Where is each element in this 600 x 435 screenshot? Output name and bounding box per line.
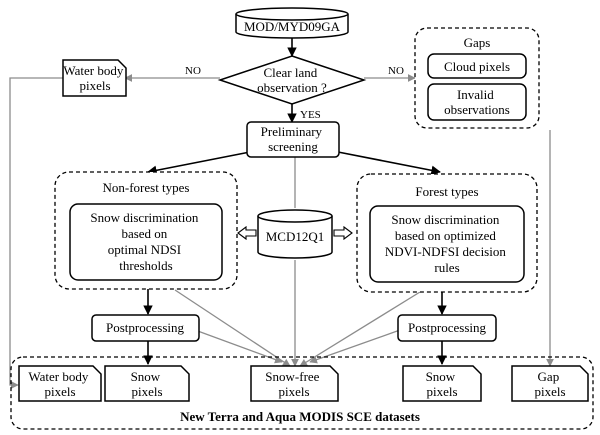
- dataset-title: New Terra and Aqua MODIS SCE datasets: [180, 409, 420, 424]
- out-snow-right-line-2: pixels: [426, 384, 457, 399]
- forest-title: Forest types: [415, 184, 478, 199]
- cloud-pixels-box: [427, 53, 527, 79]
- edge-label-no-left: NO: [185, 65, 201, 77]
- edge-prelim-to-forest: [337, 151, 441, 176]
- svg-text:Invalid observations: Invalid observations: [444, 87, 510, 117]
- out-water-line-2: pixels: [44, 384, 75, 399]
- out-water-line-1: Water body: [28, 369, 88, 384]
- edge-label-no-right: NO: [388, 65, 404, 77]
- prelim-line-2: screening: [268, 139, 318, 154]
- out-snow-left-line-2: pixels: [131, 384, 162, 399]
- out-snowfree-line-1: Snow-free: [265, 369, 319, 384]
- svg-text:Water body pixels: Water body pixels: [63, 63, 126, 93]
- prelim-line-1: Preliminary: [261, 124, 323, 139]
- out-gap-box: [511, 365, 589, 402]
- svg-text:Preliminary screening: Preliminary screening: [261, 124, 326, 154]
- water-top-line-2: pixels: [79, 78, 110, 93]
- edge-label-yes: YES: [300, 109, 321, 121]
- edge-postleft-to-snowfree: [194, 329, 283, 364]
- out-snow-right-line-1: Snow: [426, 369, 456, 384]
- input-cylinder: MOD/MYD09GA: [235, 7, 349, 39]
- post-right-label: Postprocessing: [408, 320, 487, 335]
- water-top-line-1: Water body: [63, 63, 123, 78]
- postprocessing-right: Postprocessing: [397, 314, 497, 342]
- out-water-box: [18, 365, 102, 402]
- out-gap-line-1: Gap: [538, 369, 560, 384]
- invalid-box: [427, 83, 527, 121]
- out-snowfree-box: [250, 365, 339, 402]
- forest-rule-line-3: NDVI-NDFSI decision: [385, 244, 506, 259]
- decision-line-2: observation ?: [257, 80, 327, 95]
- gaps-title: Gaps: [464, 35, 491, 50]
- svg-text:Snow-free pixels: Snow-free pixels: [265, 369, 322, 399]
- water-body-top: Water body pixels: [62, 59, 127, 97]
- out-snow-left-line-1: Snow: [131, 369, 161, 384]
- forest-group: Forest types Snow discrimination based o…: [356, 173, 538, 293]
- invalid-line-2: observations: [444, 102, 510, 117]
- forest-rule-line-1: Snow discrimination: [391, 212, 499, 227]
- edge-water-to-output: [9, 77, 63, 389]
- output-dataset-group: Water body pixels Snow pixels Snow-free …: [10, 356, 594, 430]
- svg-text:Water body pixels: Water body pixels: [28, 369, 91, 399]
- black-connectors: [143, 38, 447, 365]
- svg-text:Snow discrimination base: Snow discrimination based on optimal NDS…: [90, 210, 201, 273]
- non-forest-rule-line-3: optimal NDSI: [108, 242, 181, 257]
- forest-rule-line-2: based on optimized: [395, 228, 497, 243]
- edge-forest-to-snowfree: [299, 291, 421, 367]
- non-forest-rule-line-4: thresholds: [119, 258, 172, 273]
- non-forest-group: Non-forest types Snow discrimination bas…: [54, 171, 238, 290]
- out-gap-line-2: pixels: [534, 384, 565, 399]
- decision-diamond: Clear land observation ?: [217, 55, 367, 105]
- invalid-line-1: Invalid: [457, 87, 494, 102]
- edge-nonforest-to-snowfree: [174, 289, 291, 367]
- decision-line-1: Clear land: [263, 65, 317, 80]
- svg-text:Snow pixels: Snow pixels: [426, 369, 459, 399]
- landcover-label: MCD12Q1: [266, 229, 325, 244]
- non-forest-rule-line-2: based on: [121, 226, 167, 241]
- svg-text:Gap pixels: Gap pixels: [534, 369, 565, 399]
- svg-text:Clear land observation ?: Clear land observation ?: [257, 65, 327, 95]
- out-snow-left-box: [104, 365, 190, 402]
- preliminary-screening: Preliminary screening: [246, 121, 340, 158]
- svg-text:Snow pixels: Snow pixels: [131, 369, 164, 399]
- double-arrow-right-icon: [333, 225, 353, 241]
- non-forest-rule-box: [69, 203, 223, 281]
- out-snowfree-line-2: pixels: [278, 384, 309, 399]
- double-arrow-left-icon: [237, 225, 257, 241]
- edge-prelim-to-nonforest: [147, 151, 251, 176]
- forest-rule-line-4: rules: [434, 260, 459, 275]
- cloud-pixels-label: Cloud pixels: [444, 59, 510, 74]
- non-forest-title: Non-forest types: [102, 180, 189, 195]
- gaps-group: Gaps Cloud pixels Invalid observations: [414, 27, 540, 129]
- svg-text:Snow discrimination base: Snow discrimination based on optimized N…: [385, 212, 509, 275]
- input-label: MOD/MYD09GA: [244, 19, 341, 34]
- non-forest-rule-line-1: Snow discrimination: [90, 210, 198, 225]
- postprocessing-left: Postprocessing: [91, 314, 200, 342]
- out-snow-right-box: [402, 365, 482, 402]
- post-left-label: Postprocessing: [106, 320, 185, 335]
- forest-rule-box: [369, 205, 525, 283]
- landcover-cylinder: MCD12Q1: [257, 209, 333, 259]
